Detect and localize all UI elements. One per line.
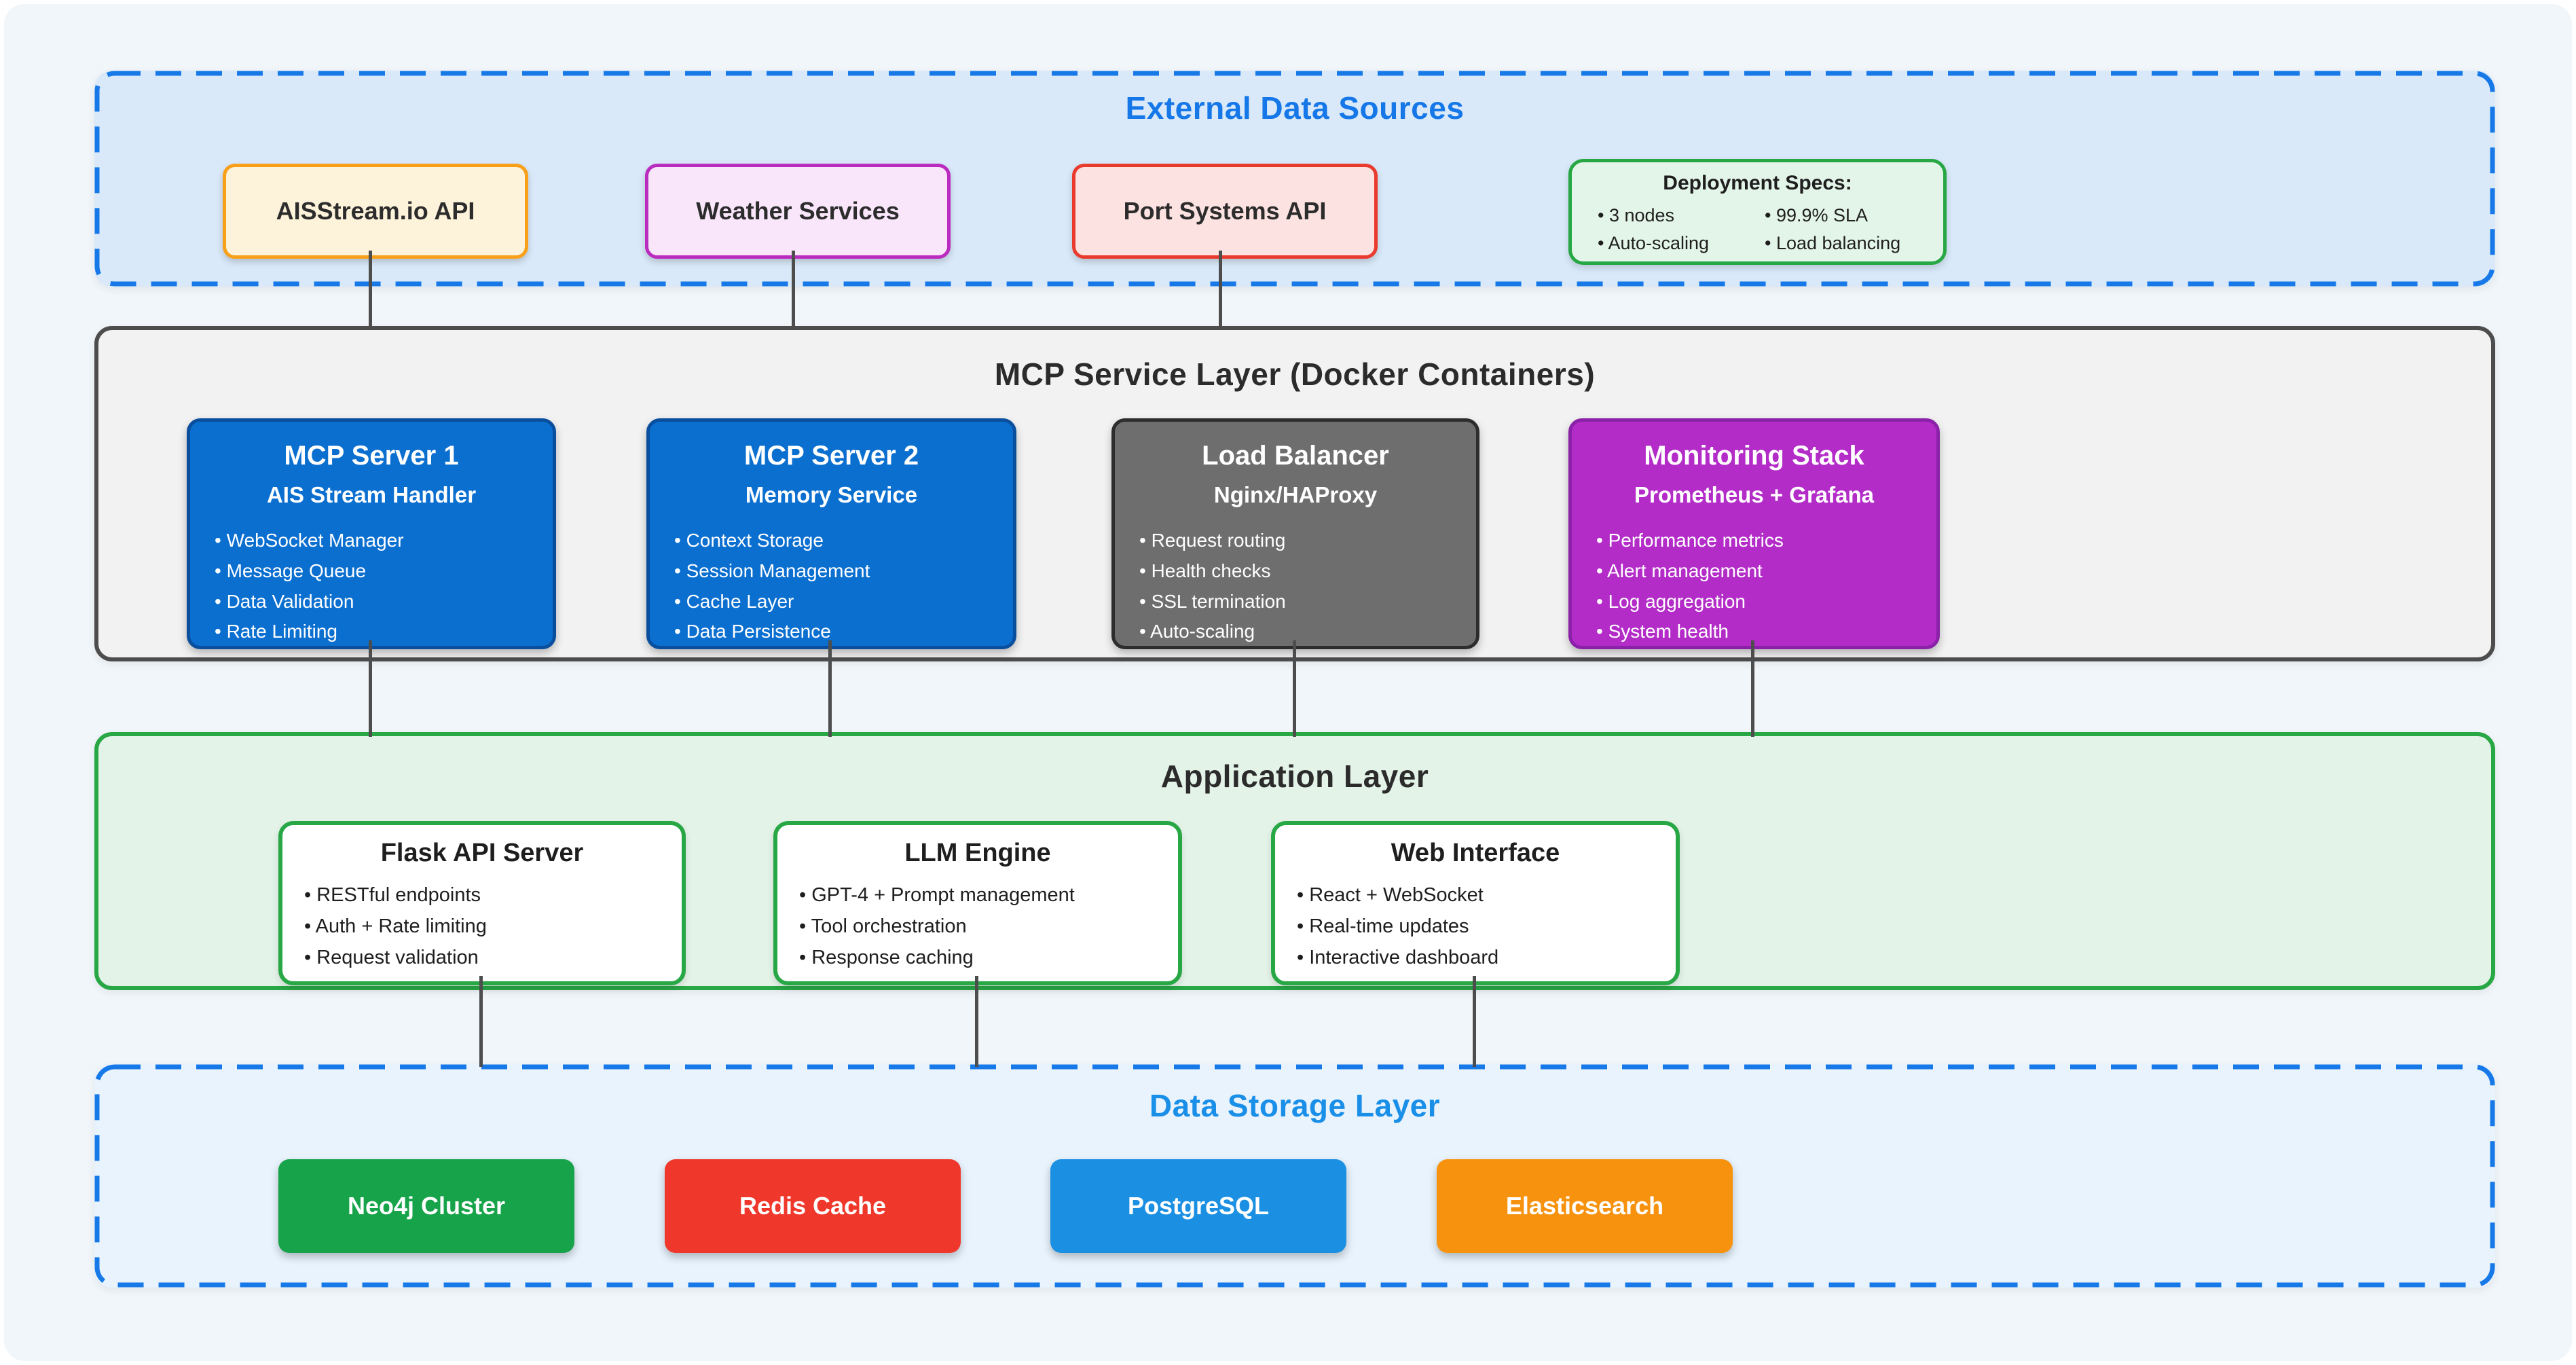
node-label: Weather Services: [696, 197, 900, 225]
connector-loadbalancer-app: [1293, 640, 1296, 737]
mcp-layer-title: MCP Service Layer (Docker Containers): [994, 357, 1596, 392]
connector-port-mcp: [1219, 251, 1222, 329]
node-mcp-server-1: MCP Server 1 AIS Stream Handler • WebSoc…: [187, 418, 556, 649]
node-monitoring-stack: Monitoring Stack Prometheus + Grafana • …: [1568, 418, 1940, 649]
connector-web-storage: [1473, 976, 1476, 1067]
application-layer-title: Application Layer: [1160, 759, 1429, 794]
feature-item: • Log aggregation: [1596, 590, 1746, 612]
feature-item: • Performance metrics: [1596, 530, 1784, 551]
feature-item: • Data Validation: [215, 590, 354, 612]
node-neo4j-cluster: Neo4j Cluster: [278, 1159, 574, 1253]
node-web-interface: Web Interface • React + WebSocket • Real…: [1271, 821, 1680, 985]
feature-item: • React + WebSocket: [1297, 884, 1484, 906]
node-subtitle: AIS Stream Handler: [266, 482, 477, 507]
node-port-systems-api: Port Systems API: [1072, 164, 1378, 259]
architecture-diagram: External Data Sources AISStream.io API W…: [4, 4, 2572, 1361]
node-weather-services: Weather Services: [645, 164, 951, 259]
feature-item: • Health checks: [1139, 560, 1271, 581]
node-title: Load Balancer: [1202, 441, 1389, 471]
feature-item: • Cache Layer: [674, 590, 794, 612]
feature-item: • WebSocket Manager: [215, 530, 404, 551]
node-mcp-server-2: MCP Server 2 Memory Service • Context St…: [646, 418, 1016, 649]
spec-item: • 99.9% SLA: [1765, 205, 1869, 225]
node-label: PostgreSQL: [1127, 1192, 1270, 1220]
node-label: Neo4j Cluster: [347, 1192, 506, 1220]
deployment-specs-title: Deployment Specs:: [1663, 172, 1852, 194]
node-subtitle: Memory Service: [745, 482, 918, 507]
node-label: Redis Cache: [739, 1192, 887, 1220]
feature-item: • Response caching: [799, 946, 974, 968]
node-llm-engine: LLM Engine • GPT-4 + Prompt management •…: [773, 821, 1182, 985]
feature-item: • Interactive dashboard: [1297, 946, 1499, 968]
feature-item: • RESTful endpoints: [304, 884, 481, 906]
feature-item: • GPT-4 + Prompt management: [799, 884, 1075, 906]
node-title: MCP Server 1: [284, 441, 459, 471]
connector-monitoring-app: [1751, 640, 1754, 737]
connector-llm-storage: [975, 976, 978, 1067]
spec-item: • 3 nodes: [1598, 205, 1675, 225]
connector-mcp1-app: [369, 640, 372, 737]
node-title: Web Interface: [1391, 839, 1560, 867]
node-redis-cache: Redis Cache: [665, 1159, 961, 1253]
node-title: Monitoring Stack: [1644, 441, 1864, 471]
feature-item: • Auth + Rate limiting: [304, 915, 487, 937]
feature-item: • Rate Limiting: [215, 621, 337, 642]
node-aisstream-api: AISStream.io API: [223, 164, 528, 259]
node-postgresql: PostgreSQL: [1050, 1159, 1346, 1253]
connector-mcp2-app: [828, 640, 832, 737]
feature-item: • Request validation: [304, 946, 479, 968]
external-layer-title: External Data Sources: [1125, 90, 1465, 126]
feature-item: • Data Persistence: [674, 621, 831, 642]
feature-item: • Tool orchestration: [799, 915, 967, 937]
node-elasticsearch: Elasticsearch: [1437, 1159, 1733, 1253]
feature-item: • Request routing: [1139, 530, 1286, 551]
connector-flask-storage: [479, 976, 483, 1067]
node-subtitle: Prometheus + Grafana: [1634, 482, 1875, 507]
connector-weather-mcp: [792, 251, 795, 329]
node-subtitle: Nginx/HAProxy: [1213, 482, 1378, 507]
connector-aisstream-mcp: [369, 251, 372, 329]
feature-item: • Session Management: [674, 560, 870, 581]
node-label: Port Systems API: [1123, 197, 1327, 225]
deployment-specs-card: Deployment Specs: • 3 nodes • Auto-scali…: [1568, 159, 1947, 265]
node-title: LLM Engine: [904, 839, 1051, 867]
node-label: AISStream.io API: [276, 197, 475, 225]
feature-item: • Context Storage: [674, 530, 824, 551]
feature-item: • Real-time updates: [1297, 915, 1469, 937]
node-title: Flask API Server: [380, 839, 584, 867]
feature-item: • Alert management: [1596, 560, 1763, 581]
feature-item: • Auto-scaling: [1139, 621, 1255, 642]
node-title: MCP Server 2: [743, 441, 919, 471]
storage-layer-title: Data Storage Layer: [1149, 1088, 1441, 1123]
feature-item: • SSL termination: [1139, 590, 1286, 612]
feature-item: • System health: [1596, 621, 1729, 642]
node-label: Elasticsearch: [1505, 1192, 1664, 1220]
node-flask-api-server: Flask API Server • RESTful endpoints • A…: [278, 821, 686, 985]
spec-item: • Auto-scaling: [1598, 232, 1710, 253]
spec-item: • Load balancing: [1765, 232, 1901, 253]
feature-item: • Message Queue: [215, 560, 367, 581]
node-load-balancer: Load Balancer Nginx/HAProxy • Request ro…: [1111, 418, 1479, 649]
